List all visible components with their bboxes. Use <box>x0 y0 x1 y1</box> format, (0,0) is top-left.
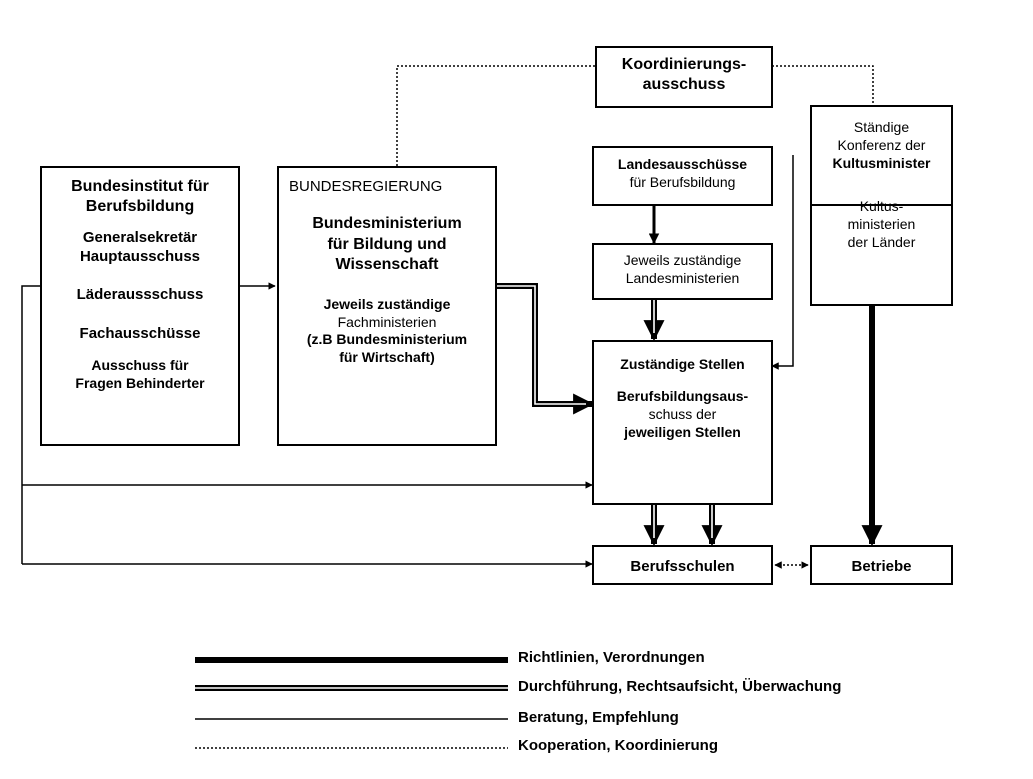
bmbw-title-3: Wissenschaft <box>335 256 439 274</box>
bundesinstitut-title-1: Bundesinstitut für <box>71 178 209 195</box>
kmk-bottom-1: Kultus- <box>859 197 904 214</box>
landesministerien-line-2: Landesministerien <box>625 269 740 286</box>
landesministerien-line-1: Jeweils zuständige <box>623 252 742 268</box>
fachministerien-line-3: (z.B Bundesministerium <box>306 331 468 348</box>
advice-line-left-vertical <box>21 285 40 564</box>
kmk-top-2: Konferenz der <box>837 136 926 153</box>
kmk-top-1: Ständige <box>853 119 910 135</box>
ausschuss-behinderte-label-2: Fragen Behinderter <box>75 374 205 391</box>
berufsschulen-label: Berufsschulen <box>630 558 735 575</box>
landesministerien-box: Jeweils zuständige Landesministerien <box>592 243 773 300</box>
fachministerien-line-1: Jeweils zuständige <box>323 295 451 312</box>
zustaendige-stellen-box: Zuständige Stellen Berufsbildungsaus- sc… <box>592 340 773 505</box>
bundesinstitut-box: Bundesinstitut für Berufsbildung General… <box>40 166 240 446</box>
hauptausschuss-label: Hauptausschuss <box>79 248 201 266</box>
bundesregierung-box: BUNDESREGIERUNG Bundesministerium für Bi… <box>277 166 497 446</box>
koordinierungsausschuss-box: Koordinierungs- ausschuss <box>595 46 773 108</box>
kmk-bottom-3: der Länder <box>847 233 916 250</box>
fachministerien-line-4: für Wirtschaft) <box>339 349 435 366</box>
koordinierung-line-1: Koordinierungs- <box>621 56 747 73</box>
kmk-divider <box>812 204 951 206</box>
legend-label-double: Durchführung, Rechtsaufsicht, Überwachun… <box>518 678 842 695</box>
laenderausschuss-label: Läderaussschuss <box>76 286 204 304</box>
advice-line-kmk <box>771 155 794 370</box>
bundesinstitut-title-2: Berufsbildung <box>85 198 195 216</box>
ausschuss-behinderte-label-1: Ausschuss für <box>91 356 189 373</box>
bmbw-title-1: Bundesministerium <box>312 215 462 233</box>
coordination-line-kmk <box>772 65 874 105</box>
betriebe-label: Betriebe <box>851 558 912 575</box>
kmk-bottom-2: ministerien <box>847 215 916 232</box>
koordinierung-line-2: ausschuss <box>642 76 726 94</box>
coordination-line-bund <box>396 65 596 166</box>
fachministerien-line-2: Fachministerien <box>337 313 437 330</box>
legend-label-thin: Beratung, Empfehlung <box>518 709 679 726</box>
legend-label-dotted: Kooperation, Koordinierung <box>518 737 718 754</box>
berufsbildungsausschuss-line-2: schuss der <box>648 405 717 422</box>
berufsbildungsausschuss-line-1: Berufsbildungsaus- <box>616 387 749 404</box>
bundesregierung-header: BUNDESREGIERUNG <box>289 178 443 195</box>
kmk-box: Ständige Konferenz der Kultusminister Ku… <box>810 105 953 306</box>
kmk-top-3: Kultusminister <box>832 154 931 171</box>
landesausschuesse-line-1: Landesausschüsse <box>617 156 748 172</box>
berufsbildungsausschuss-line-3: jeweiligen Stellen <box>624 423 741 440</box>
betriebe-box: Betriebe <box>810 545 953 585</box>
supervision-line-bund <box>497 283 595 415</box>
landesausschuesse-box: Landesausschüsse für Berufsbildung <box>592 146 773 206</box>
legend-label-thick: Richtlinien, Verordnungen <box>518 649 705 666</box>
bmbw-title-2: für Bildung und <box>327 235 447 253</box>
zustaendige-stellen-title: Zuständige Stellen <box>620 356 745 372</box>
generalsekretaer-label: Generalsekretär <box>82 228 198 246</box>
fachausschuesse-label: Fachausschüsse <box>79 324 201 342</box>
berufsschulen-box: Berufsschulen <box>592 545 773 585</box>
landesausschuesse-line-2: für Berufsbildung <box>629 173 736 190</box>
